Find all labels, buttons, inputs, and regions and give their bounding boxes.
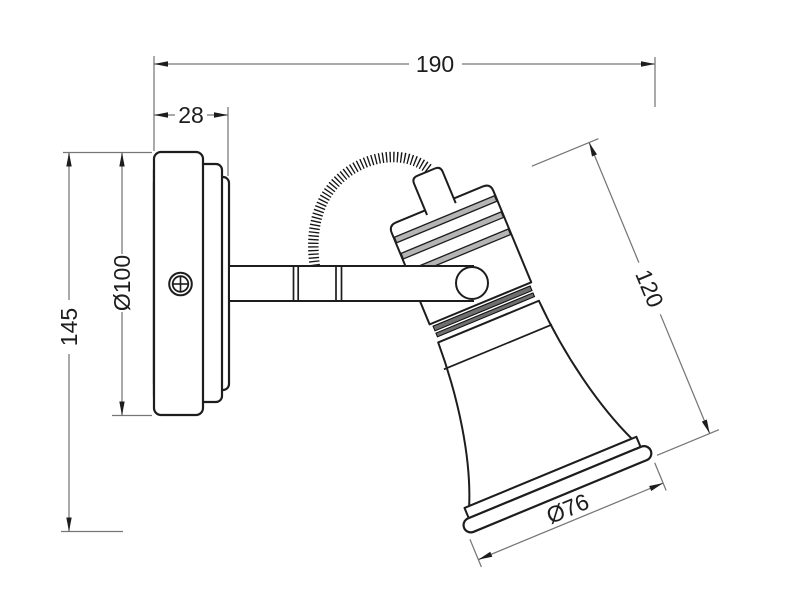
dim-76-extension-left — [469, 539, 482, 568]
collar-band — [432, 285, 533, 332]
dim-190-arrow — [641, 61, 655, 67]
arm — [228, 265, 474, 302]
dim-145-arrow — [66, 152, 72, 167]
dim-28-arrow — [214, 112, 228, 118]
dim-76-line — [478, 482, 664, 561]
dim-100-arrow — [119, 401, 125, 416]
dim-100-arrow — [119, 152, 125, 167]
housing-groove — [400, 211, 505, 260]
collar-band — [435, 292, 536, 338]
cable-gland — [412, 166, 457, 216]
cone-seam-line — [443, 323, 553, 371]
dim-120-line — [588, 142, 640, 263]
dim-120-line — [659, 314, 711, 434]
dim-120-arrow — [701, 419, 710, 434]
dim-145-label: 145 — [56, 308, 82, 346]
dim-76-arrow — [649, 483, 664, 491]
housing-groove — [393, 194, 498, 244]
dim-190-arrow — [154, 61, 168, 67]
cone-rim — [462, 445, 653, 534]
dim-100-label: Ø100 — [109, 255, 135, 311]
dim-28-arrow — [154, 112, 168, 118]
lamp-head-group: 120 Ø76 — [389, 138, 720, 568]
dim-76-extension-right — [654, 462, 667, 491]
coiled-cable — [308, 151, 434, 274]
dim-145-arrow — [66, 517, 72, 532]
dim-120-label: 120 — [630, 266, 669, 311]
dim-28-label: 28 — [178, 102, 204, 128]
dim-120-extension-bottom — [656, 429, 720, 456]
dim-76-arrow — [478, 551, 493, 560]
pivot-joint — [455, 266, 489, 300]
dim-120-extension-top — [531, 138, 599, 167]
dim-190-label: 190 — [416, 51, 454, 77]
dim-120-arrow — [589, 142, 597, 157]
